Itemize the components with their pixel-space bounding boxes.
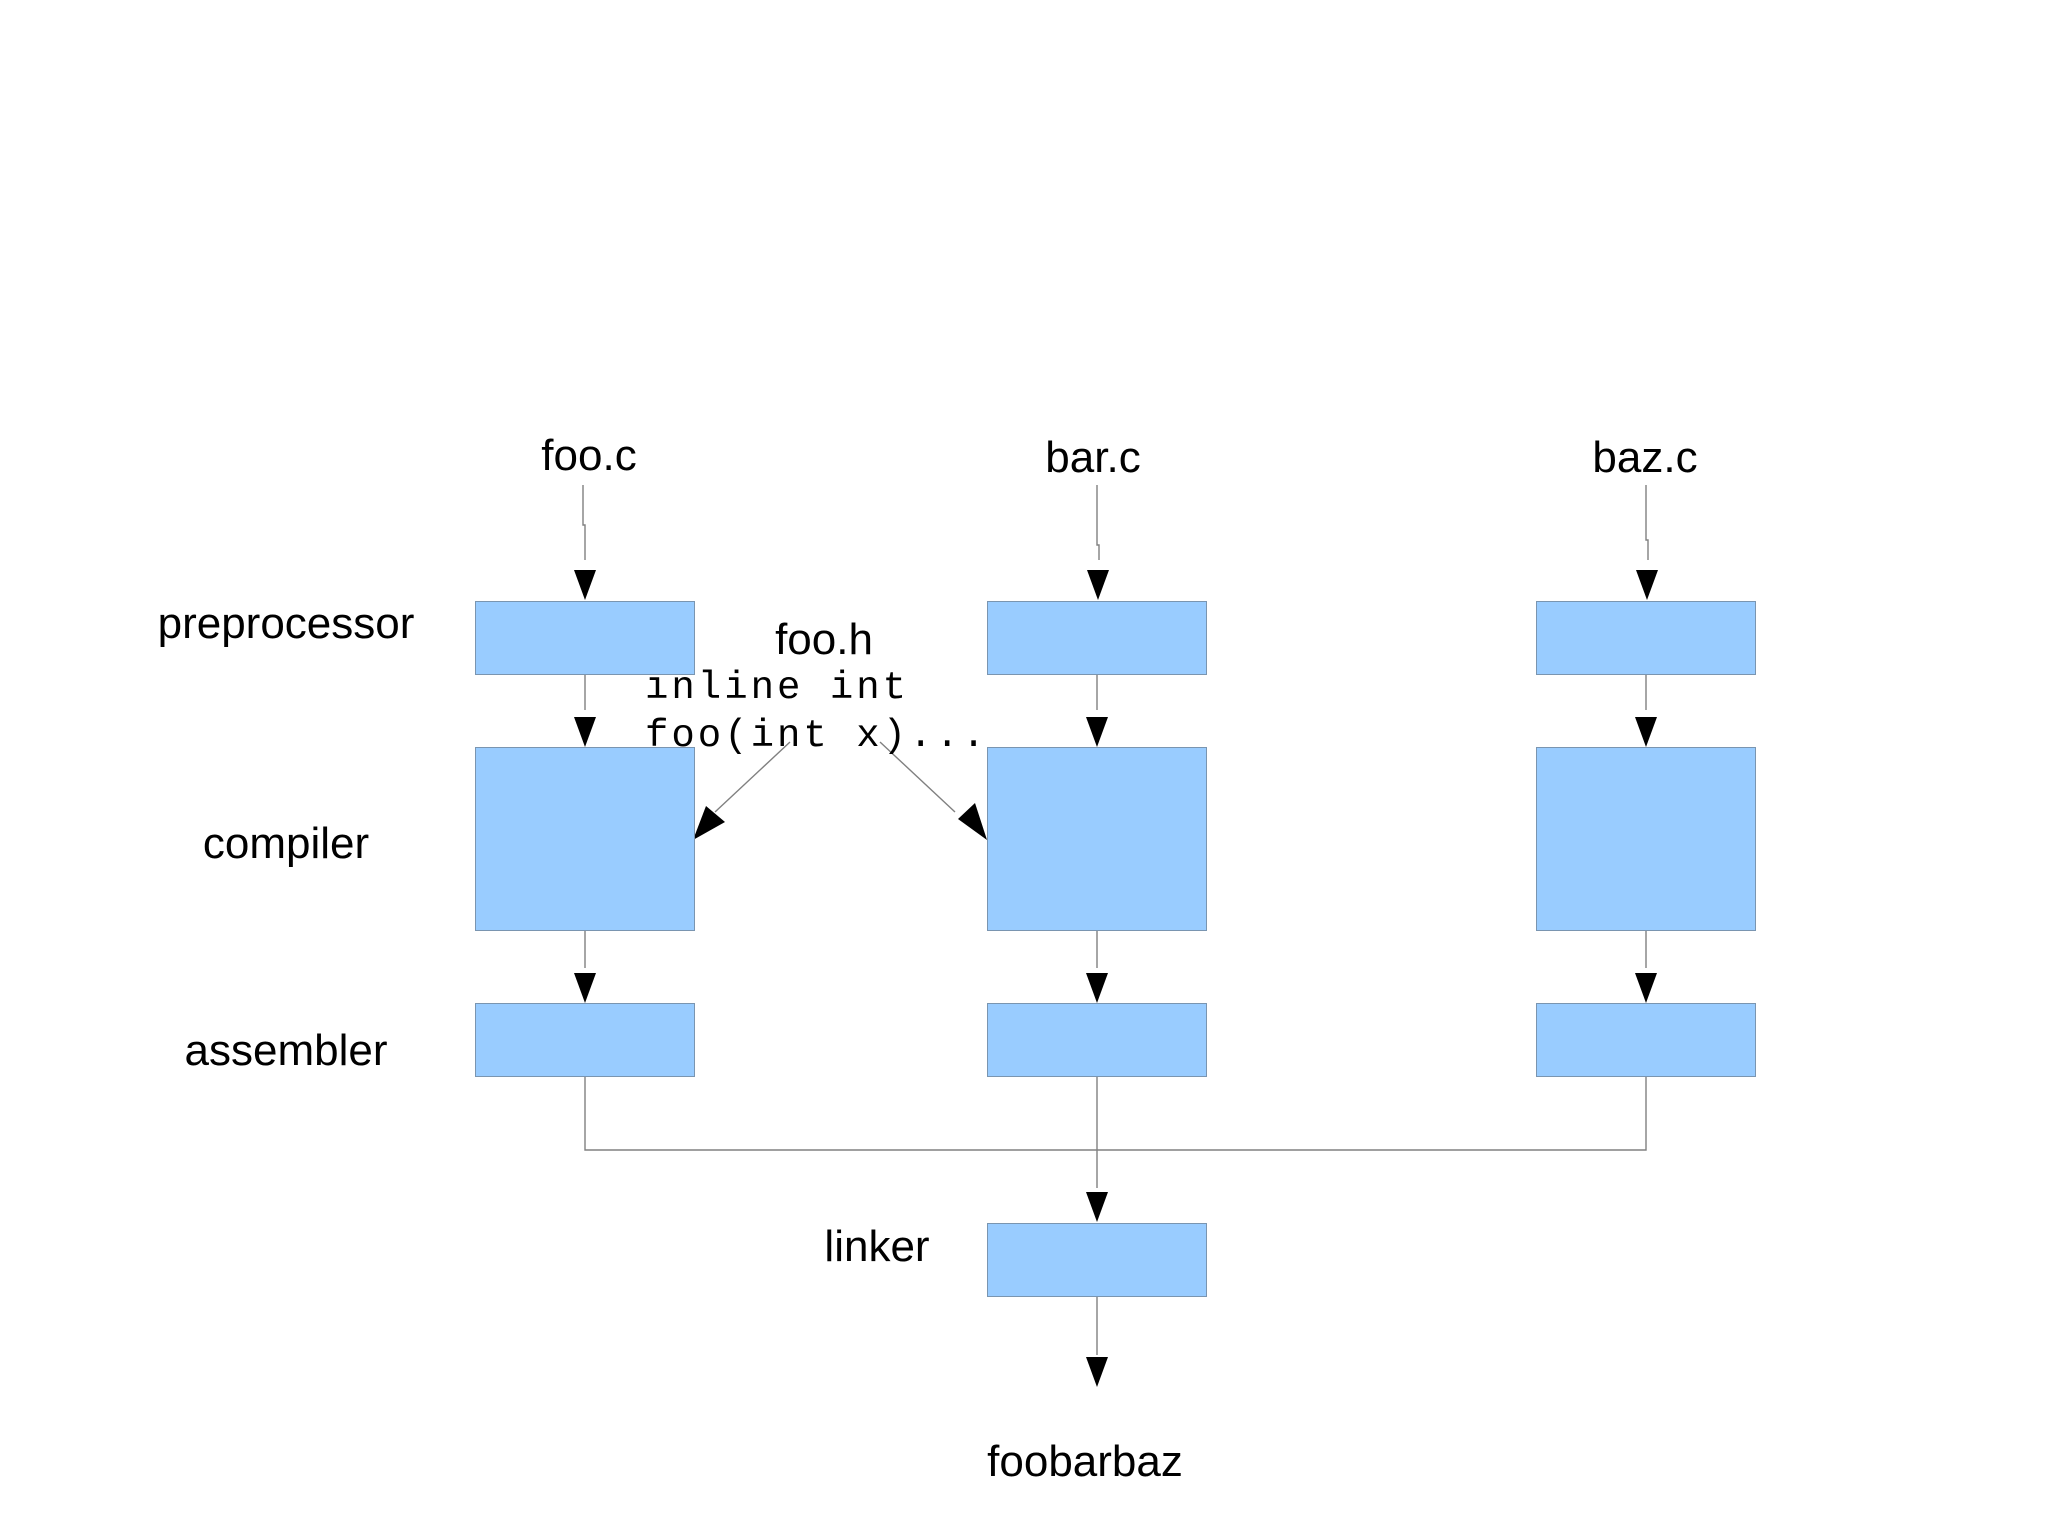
arrow-bar-source-to-preprocessor bbox=[1096, 485, 1100, 560]
arrowhead bbox=[1636, 570, 1658, 600]
arrow-header-to-foo-compiler bbox=[714, 741, 791, 813]
arrowhead bbox=[1086, 973, 1108, 1003]
source-label-baz: baz.c bbox=[1592, 433, 1698, 482]
stage-label-linker: linker bbox=[824, 1222, 930, 1271]
arrow-foo-source-to-preprocessor bbox=[582, 485, 586, 560]
header-code-line-2: foo(int x)... bbox=[645, 714, 989, 758]
source-label-foo: foo.c bbox=[541, 431, 637, 480]
header-file-label: foo.h bbox=[775, 615, 873, 664]
arrowhead bbox=[1086, 717, 1108, 747]
arrowhead bbox=[1086, 1357, 1108, 1387]
bar-assembler-box bbox=[987, 1003, 1207, 1077]
arrowhead bbox=[1635, 973, 1657, 1003]
baz-compiler-box bbox=[1536, 747, 1756, 931]
arrowhead bbox=[958, 803, 987, 840]
output-label: foobarbaz bbox=[987, 1437, 1183, 1486]
linker-box bbox=[987, 1223, 1207, 1297]
arrowhead bbox=[574, 570, 596, 600]
bar-compiler-box bbox=[987, 747, 1207, 931]
arrow-header-to-bar-compiler bbox=[879, 741, 956, 813]
stage-label-compiler: compiler bbox=[202, 819, 370, 868]
foo-compiler-box bbox=[475, 747, 695, 931]
arrow-baz-source-to-preprocessor bbox=[1645, 485, 1649, 560]
arrowhead bbox=[693, 806, 725, 840]
source-label-bar: bar.c bbox=[1045, 433, 1141, 482]
foo-preprocessor-box bbox=[475, 601, 695, 675]
merge-line-foo bbox=[584, 1077, 1647, 1151]
arrowhead bbox=[1086, 1192, 1108, 1222]
bar-preprocessor-box bbox=[987, 601, 1207, 675]
foo-assembler-box bbox=[475, 1003, 695, 1077]
arrowhead bbox=[1635, 717, 1657, 747]
arrowhead bbox=[1087, 570, 1109, 600]
arrowhead bbox=[574, 717, 596, 747]
arrowhead bbox=[574, 973, 596, 1003]
stage-label-preprocessor: preprocessor bbox=[157, 599, 415, 648]
baz-assembler-box bbox=[1536, 1003, 1756, 1077]
stage-label-assembler: assembler bbox=[184, 1026, 388, 1075]
baz-preprocessor-box bbox=[1536, 601, 1756, 675]
